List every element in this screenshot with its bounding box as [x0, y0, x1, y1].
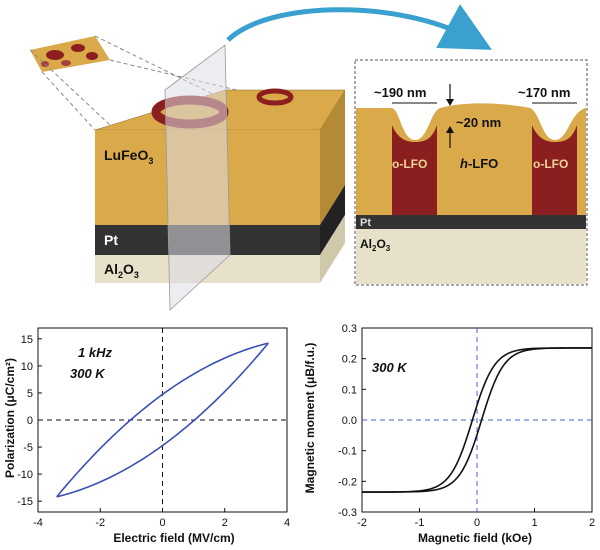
chart2-xtick-label: 0 [474, 517, 480, 529]
magnetization-chart: -2 -1 0 1 2 -0.3 -0.2 -0.1 0.0 0.1 0.2 0.3 300 K Ma… [303, 323, 595, 545]
label-pt: Pt [104, 232, 118, 248]
chart1-ytick-label: 10 [21, 361, 33, 373]
chart1-xtick-label: -2 [95, 517, 105, 529]
chart1-xtick-label: 4 [284, 517, 290, 529]
depth-label: ~20 nm [456, 115, 501, 130]
chart1-xtick-label: 0 [159, 517, 165, 529]
pe-loop-descending [56, 342, 269, 498]
chart2-ytick-label: 0.3 [342, 323, 357, 335]
chart1-ytick-label: 15 [21, 334, 33, 346]
h-lfo-label: h-LFO [460, 156, 498, 171]
chart1-ytick-label: 5 [27, 388, 33, 400]
chart1-ytick-label: -10 [17, 469, 33, 481]
label-lufeo3: LuFeO3 [104, 147, 153, 166]
annotation-frequency: 1 kHz [78, 345, 112, 360]
cube-schematic: LuFeO3 Pt Al2O3 [94, 44, 346, 311]
pe-loop-ascending [56, 342, 269, 498]
chart2-ytick-label: 0.1 [342, 384, 357, 396]
polarization-chart: -4 -2 0 2 4 -15 -10 -5 0 5 10 15 1 kHz 300 K Electr… [3, 327, 290, 545]
chart1-ylabel: Polarization (μC/cm²) [3, 358, 17, 478]
chart2-ylabel: Magnetic moment (μB/f.u.) [303, 343, 317, 494]
cross-al2o3-label: Al2O3 [360, 237, 391, 253]
cross-pt-layer [356, 215, 586, 229]
ring-domain-small [256, 88, 294, 106]
label-al2o3: Al2O3 [104, 261, 139, 280]
width-left-label: ~190 nm [374, 85, 426, 100]
o-lfo-label-right: o-LFO [533, 157, 568, 171]
chart1-xtick-label: 2 [222, 517, 228, 529]
chart2-xtick-label: -2 [357, 517, 367, 529]
chart2-xtick-label: -1 [415, 517, 425, 529]
chart1-xtick-label: -4 [33, 517, 43, 529]
width-right-label: ~170 nm [518, 85, 570, 100]
chart2-xlabel: Magnetic field (kOe) [418, 531, 532, 545]
o-lfo-label-left: o-LFO [392, 157, 427, 171]
chart2-xtick-label: 1 [531, 517, 537, 529]
chart1-ytick-label: -15 [17, 496, 33, 508]
annotation-temperature-1: 300 K [70, 366, 106, 381]
chart2-ytick-label: 0.2 [342, 354, 357, 366]
chart1-ytick-label: -5 [23, 442, 33, 454]
chart2-ytick-label: 0.0 [342, 415, 357, 427]
chart2-ytick-label: -0.3 [338, 507, 357, 519]
chart2-ytick-label: -0.1 [338, 446, 357, 458]
o-lfo-column-right [532, 125, 577, 215]
cross-pt-label: Pt [360, 217, 371, 229]
chart2-ytick-label: -0.2 [338, 476, 357, 488]
curved-arrow [226, 4, 492, 50]
annotation-temperature-2: 300 K [372, 360, 408, 375]
cutting-plane [164, 44, 231, 311]
cross-al2o3-layer [356, 229, 586, 284]
o-lfo-column-left [392, 125, 437, 215]
cross-section-panel: ~190 nm ~170 nm ~20 nm o-LFO o-LFO h-LFO… [354, 59, 588, 286]
afm-thumbnail [30, 36, 110, 72]
chart1-ytick-label: 0 [27, 415, 33, 427]
chart1-xlabel: Electric field (MV/cm) [113, 531, 234, 545]
chart2-xtick-label: 2 [589, 517, 595, 529]
mh-loop-descending [361, 347, 593, 493]
